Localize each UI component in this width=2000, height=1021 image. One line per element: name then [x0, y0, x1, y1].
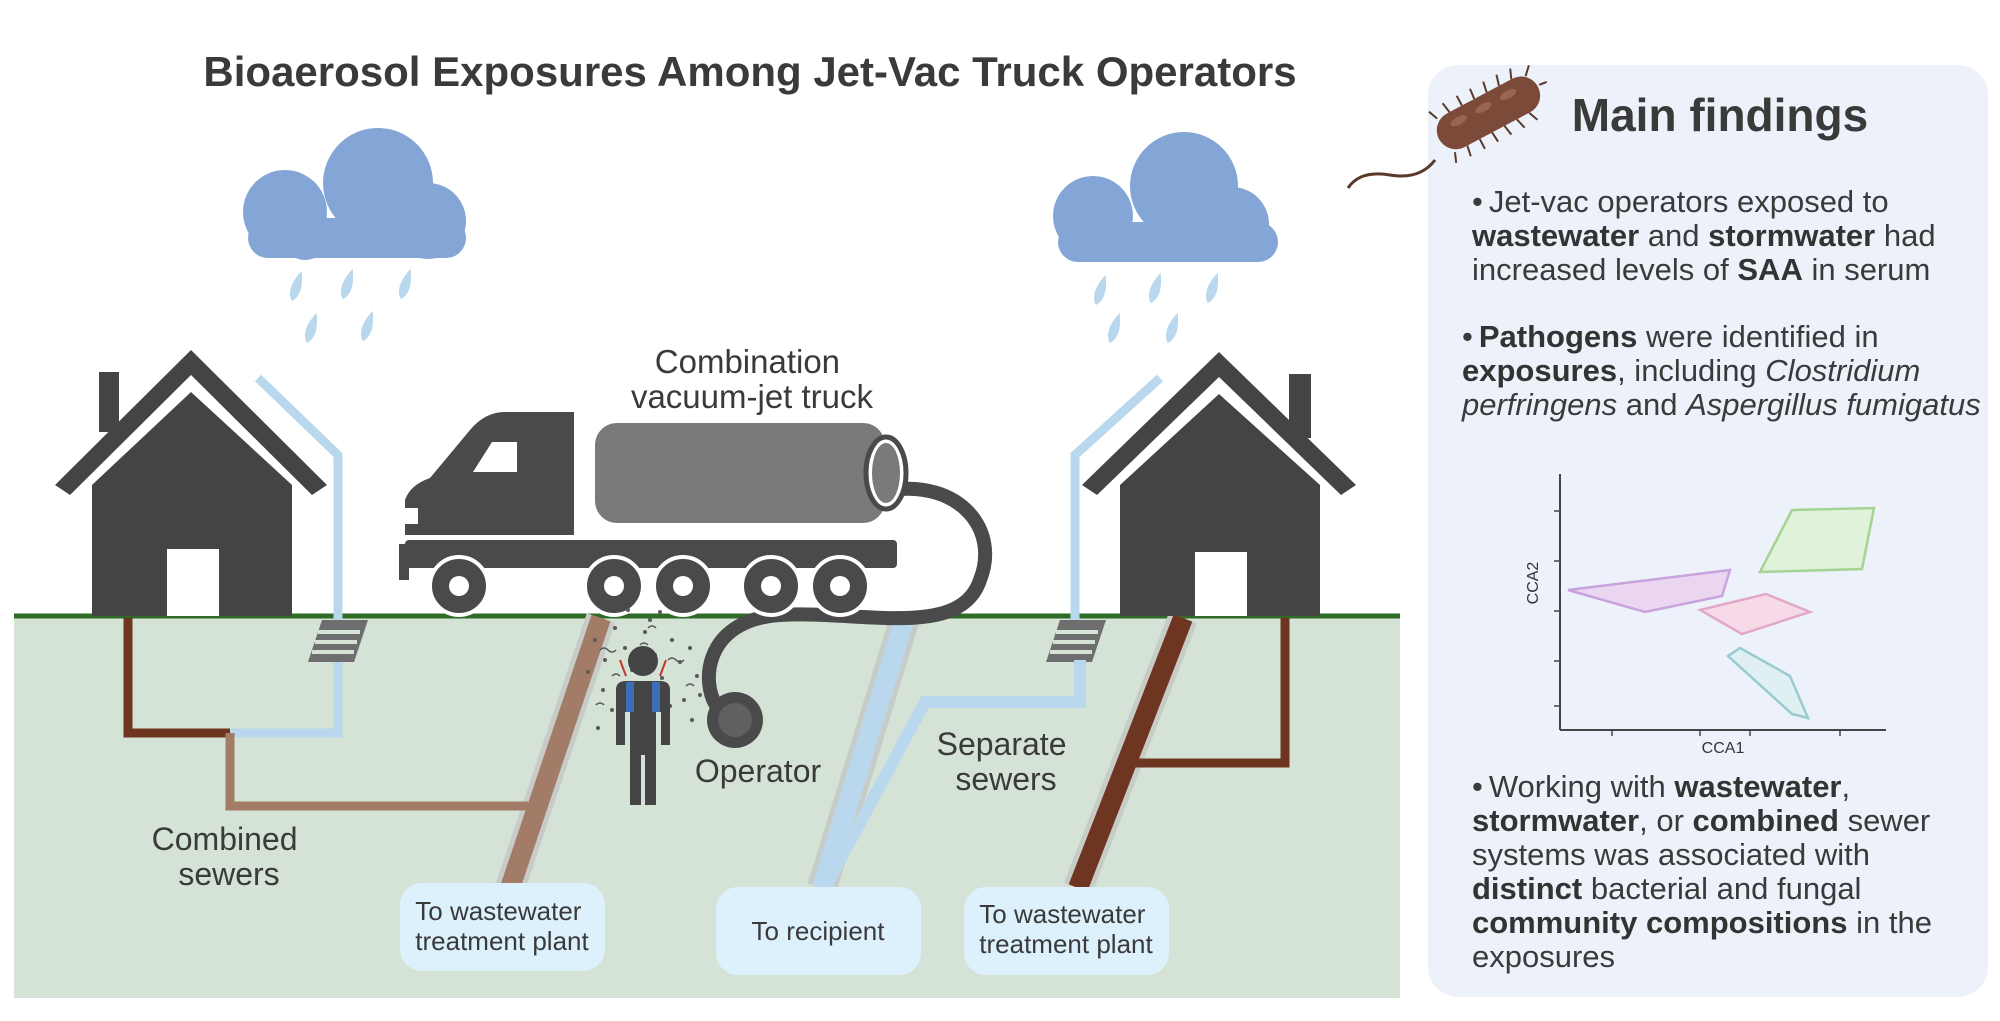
house-right: [1082, 352, 1356, 616]
operator-figure: [616, 646, 670, 805]
cca-y-label: CCA2: [1525, 562, 1542, 605]
storm-drain-right: [1046, 620, 1106, 662]
rain-left: [289, 268, 412, 344]
dest-label-middle: To recipient: [752, 916, 886, 946]
main-title: Bioaerosol Exposures Among Jet-Vac Truck…: [203, 48, 1296, 95]
cloud-right: [1053, 132, 1278, 262]
operator-label: Operator: [695, 753, 822, 789]
combined-sewer-pipes: [123, 614, 611, 892]
truck-hose: [701, 481, 992, 717]
combined-sewers-label: Combined sewers: [152, 821, 307, 892]
dest-box-right: [964, 887, 1169, 975]
storm-drain-left: [308, 620, 368, 662]
rain-right: [1093, 272, 1219, 344]
cca-plot: CCA1 CCA2: [1525, 474, 1886, 756]
cca-group-pink: [1696, 592, 1814, 636]
separate-sewer-pipes: [812, 614, 1290, 892]
dest-box-middle: [716, 887, 921, 975]
house-left: [55, 350, 327, 616]
finding-2: •Pathogens were identified in exposures,…: [1462, 319, 1981, 422]
finding-3-bullet: •: [1472, 769, 1483, 804]
finding-2-bullet: •: [1462, 319, 1473, 354]
finding-1-bullet: •: [1472, 184, 1483, 219]
jet-vac-truck: [399, 412, 992, 748]
cloud-left: [243, 128, 466, 260]
roof-drains: [254, 374, 1164, 620]
dest-box-left: [400, 883, 605, 971]
cca-group-green: [1757, 506, 1876, 574]
bioaerosol-squiggles: [595, 625, 695, 706]
finding-3: •Working with wastewater, stormwater, or…: [1472, 769, 1932, 974]
cca-group-teal: [1725, 646, 1811, 720]
finding-1: •Jet-vac operators exposed to wastewater…: [1472, 184, 1936, 287]
cca-group-purple: [1567, 568, 1732, 614]
cca-x-label: CCA1: [1702, 740, 1745, 756]
separate-sewers-label: Separate sewers: [937, 726, 1076, 797]
bacterium-icon: [1346, 65, 1548, 189]
truck-label: Combination vacuum-jet truck: [631, 343, 874, 415]
dest-label-left: To wastewater treatment plant: [415, 896, 589, 956]
findings-panel: [1428, 65, 1988, 997]
dest-label-right: To wastewater treatment plant: [979, 899, 1153, 959]
findings-heading: Main findings: [1571, 89, 1869, 141]
